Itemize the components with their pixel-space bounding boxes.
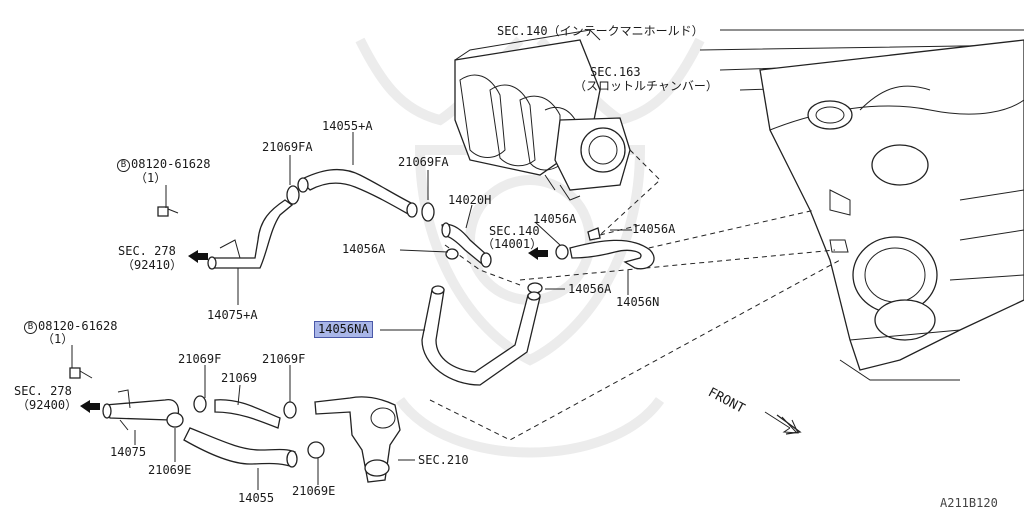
clamp-21069F-b bbox=[283, 401, 297, 419]
clamp-14056A-b bbox=[555, 244, 569, 260]
label-14020H: 14020H bbox=[448, 193, 492, 207]
label-sec210: SEC.210 bbox=[418, 453, 469, 467]
water-outlet-sec210 bbox=[314, 396, 401, 483]
label-14056A-c: 14056A bbox=[632, 222, 676, 236]
label-21069F-b: 21069F bbox=[262, 352, 306, 366]
label-sec140-small-ref: （14001） bbox=[482, 237, 543, 251]
label-14056NA-highlighted[interactable]: 14056NA bbox=[314, 321, 373, 338]
clamp-21069FA-left bbox=[286, 185, 300, 205]
clamp-14056A-a bbox=[445, 248, 459, 260]
label-bolt-top-code: 08120-61628 bbox=[131, 157, 211, 171]
hose-14055A bbox=[297, 168, 418, 218]
label-sec163-name: （スロットルチャンバー） bbox=[574, 79, 718, 93]
engine-block bbox=[699, 29, 1024, 381]
label-21069F-a: 21069F bbox=[178, 352, 222, 366]
pipe-14075A bbox=[207, 199, 294, 270]
label-sec163: SEC.163 bbox=[590, 65, 641, 79]
clamp-21069FA-right bbox=[421, 202, 435, 222]
clamp-21069E-b bbox=[307, 441, 325, 459]
label-sec140-small: SEC.140 bbox=[489, 224, 540, 238]
arrow-left-icon bbox=[188, 250, 208, 263]
label-sec278-top: SEC. 278 bbox=[118, 244, 176, 258]
label-21069: 21069 bbox=[221, 371, 258, 385]
hose-14056NA bbox=[421, 285, 541, 386]
label-14056A-d: 14056A bbox=[568, 282, 612, 296]
bolt-top bbox=[157, 206, 179, 217]
throttle-chamber bbox=[544, 117, 631, 201]
label-21069FA-left: 21069FA bbox=[262, 140, 313, 154]
bolt-b-symbol: B bbox=[117, 159, 130, 172]
label-bolt-bottom-qty: （1） bbox=[42, 332, 74, 346]
label-14056A-b: 14056A bbox=[533, 212, 577, 226]
label-21069FA-right: 21069FA bbox=[398, 155, 449, 169]
label-14075A: 14075+A bbox=[207, 308, 258, 322]
label-21069E-b: 21069E bbox=[292, 484, 336, 498]
bolt-b-symbol: B bbox=[24, 321, 37, 334]
diagram-code: A211B120 bbox=[940, 496, 998, 510]
hose-14056N bbox=[569, 239, 655, 270]
hose-21069 bbox=[214, 399, 281, 429]
clamp-14056A-c bbox=[587, 227, 601, 241]
label-bolt-bottom-code: 08120-61628 bbox=[38, 319, 118, 333]
label-14056A-a: 14056A bbox=[342, 242, 386, 256]
label-14056N: 14056N bbox=[616, 295, 660, 309]
label-21069E-a: 21069E bbox=[148, 463, 192, 477]
hose-14055 bbox=[183, 427, 298, 468]
arrow-left-icon bbox=[80, 400, 100, 413]
label-bolt-top-qty: （1） bbox=[135, 171, 167, 185]
label-14075: 14075 bbox=[110, 445, 147, 459]
label-14055A: 14055+A bbox=[322, 119, 373, 133]
label-sec278-top-ref: （92410） bbox=[122, 258, 183, 272]
clamp-21069F-a bbox=[193, 395, 207, 413]
pipe-14020H bbox=[441, 222, 492, 268]
label-sec278-bottom: SEC. 278 bbox=[14, 384, 72, 398]
label-sec278-bottom-ref: （92400） bbox=[17, 398, 78, 412]
label-sec140-manifold: SEC.140（インテークマニホールド） bbox=[497, 24, 704, 38]
front-arrow-icon bbox=[764, 411, 802, 435]
pipe-14075 bbox=[102, 389, 180, 431]
bolt-bottom bbox=[69, 367, 93, 379]
clamp-21069E-a bbox=[166, 412, 184, 428]
label-14055: 14055 bbox=[238, 491, 275, 505]
arrow-left-icon bbox=[528, 247, 548, 260]
